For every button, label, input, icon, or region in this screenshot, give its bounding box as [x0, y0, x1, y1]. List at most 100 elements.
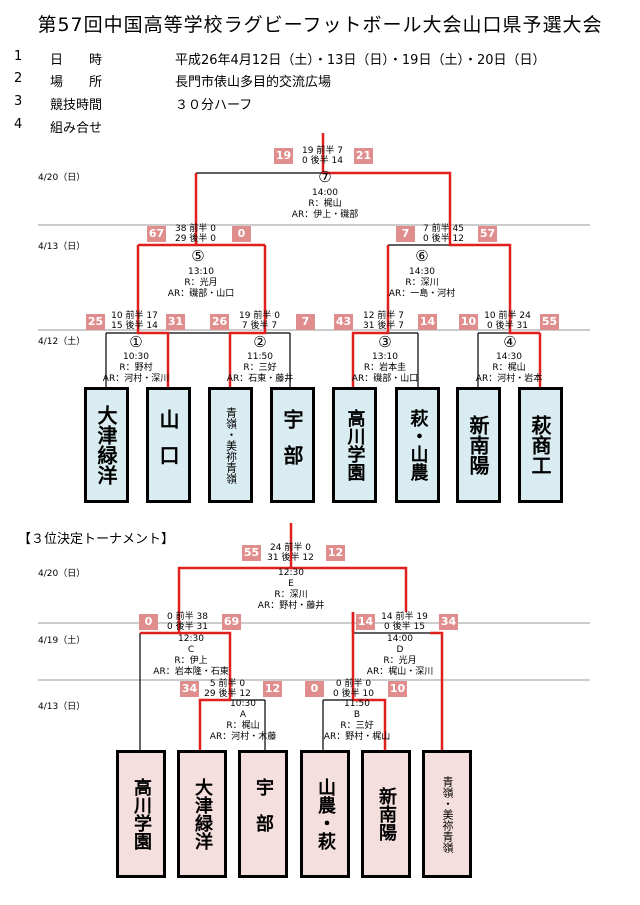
team-box: 山農・萩 — [300, 750, 350, 878]
referee: R：岩本圭 — [363, 363, 407, 373]
assistant-referees: AR：河村・深川 — [102, 374, 170, 384]
score-left: 0 — [305, 681, 324, 697]
score-right: 10 — [388, 681, 407, 697]
second-half: 0 後半 31 — [167, 622, 208, 632]
first-half: 0 前半 38 — [167, 612, 208, 622]
referee: R：伊上 — [174, 656, 208, 666]
game-time: 11:50 — [247, 352, 273, 362]
score-right: 0 — [232, 226, 251, 242]
referee: R：野村 — [119, 363, 153, 373]
second-half: 31 後半 7 — [363, 321, 404, 331]
info-no-2: 2 — [14, 71, 23, 86]
second-half: 15 後半 14 — [111, 321, 158, 331]
team-box: 新南陽 — [361, 750, 411, 878]
score-left: 10 — [459, 314, 478, 330]
team-name: 新南陽 — [376, 787, 397, 841]
referee: R：光月 — [184, 278, 218, 288]
game-time: 11:50 — [344, 699, 370, 709]
referee: R：深川 — [274, 590, 308, 600]
assistant-referees: AR：磯部・山口 — [351, 374, 419, 384]
referee: R：梶山 — [492, 363, 526, 373]
team-name: 青嶺・美祢青嶺 — [441, 775, 454, 853]
assistant-referees: AR：岩本隆・石東 — [153, 667, 229, 677]
referee: R：三好 — [340, 721, 374, 731]
second-half: 0 後半 15 — [384, 622, 425, 632]
team-box: 高川学園 — [332, 387, 377, 503]
score-right: 55 — [540, 314, 559, 330]
info-no-1: 1 — [14, 49, 23, 64]
info-label-datetime: 日 時 — [50, 53, 103, 68]
game-time: 13:10 — [188, 267, 214, 277]
assistant-referees: AR：伊上・磯部 — [291, 210, 359, 220]
referee: R：三好 — [243, 363, 277, 373]
game-time: 12:30 — [278, 568, 304, 578]
assistant-referees: AR：野村・梶山 — [323, 732, 391, 742]
referee: R：深川 — [405, 278, 439, 288]
score-right: 34 — [439, 614, 458, 630]
first-half: 5 前半 0 — [209, 679, 246, 689]
date-label-cons-semi: 4/19（土） — [38, 636, 86, 646]
team-name: 高川学園 — [344, 409, 366, 481]
score-left: 0 — [139, 614, 158, 630]
second-half: 0 後半 10 — [333, 689, 374, 699]
date-label-semi: 4/13（日） — [38, 242, 86, 252]
assistant-referees: AR：河村・岩本 — [475, 374, 543, 384]
first-half: 24 前半 0 — [270, 543, 311, 553]
first-half: 12 前半 7 — [363, 311, 404, 321]
score-left: 67 — [147, 226, 166, 242]
team-box: 宇部 — [270, 387, 315, 503]
first-half: 14 前半 19 — [381, 612, 428, 622]
team-name: 萩商工 — [528, 415, 552, 475]
team-name: 宇部 — [253, 778, 274, 850]
game-number: ⑦ — [318, 168, 332, 186]
page-title: 第57回中国高等学校ラグビーフットボール大会山口県予選大会 — [37, 14, 603, 36]
team-box: 青嶺・美祢青嶺 — [208, 387, 253, 503]
game-time: 14:00 — [387, 634, 413, 644]
second-half: 0 後半 14 — [302, 156, 343, 166]
team-name: 山農・萩 — [315, 778, 336, 850]
date-label-final: 4/20（日） — [38, 173, 86, 183]
referee: R：梶山 — [226, 721, 260, 731]
team-name: 山口 — [156, 409, 180, 481]
score-right: 21 — [354, 148, 373, 164]
team-box: 萩・山農 — [395, 387, 440, 503]
second-half: 31 後半 12 — [267, 553, 314, 563]
score-left: 34 — [180, 681, 199, 697]
game-time: 12:30 — [178, 634, 204, 644]
score-right: 12 — [263, 681, 282, 697]
game-time: 14:30 — [409, 267, 435, 277]
date-label-first: 4/12（土） — [38, 337, 86, 347]
second-half: 29 後半 0 — [175, 234, 216, 244]
game-number: ④ — [503, 333, 517, 351]
first-half: 19 前半 0 — [239, 311, 280, 321]
info-value-datetime: 平成26年4月12日（土）・13日（日）・19日（土）・20日（日） — [175, 53, 546, 68]
team-name: 新南陽 — [466, 415, 490, 475]
second-half: 29 後半 12 — [204, 689, 251, 699]
team-box: 萩商工 — [518, 387, 563, 503]
game-number: ⑥ — [415, 247, 429, 265]
second-half: 0 後半 12 — [423, 234, 464, 244]
assistant-referees: AR：石東・藤井 — [226, 374, 294, 384]
team-box: 青嶺・美祢青嶺 — [422, 750, 472, 878]
assistant-referees: AR：梶山・深川 — [366, 667, 434, 677]
referee: R：梶山 — [308, 199, 342, 209]
info-label-bracket: 組み合せ — [50, 121, 103, 136]
team-box: 大津緑洋 — [84, 387, 129, 503]
score-left: 25 — [86, 314, 105, 330]
team-name: 青嶺・美祢青嶺 — [224, 406, 238, 484]
game-number: A — [239, 710, 247, 720]
score-right: 12 — [326, 545, 345, 561]
game-time: 13:10 — [372, 352, 398, 362]
team-name: 萩・山農 — [407, 409, 429, 481]
